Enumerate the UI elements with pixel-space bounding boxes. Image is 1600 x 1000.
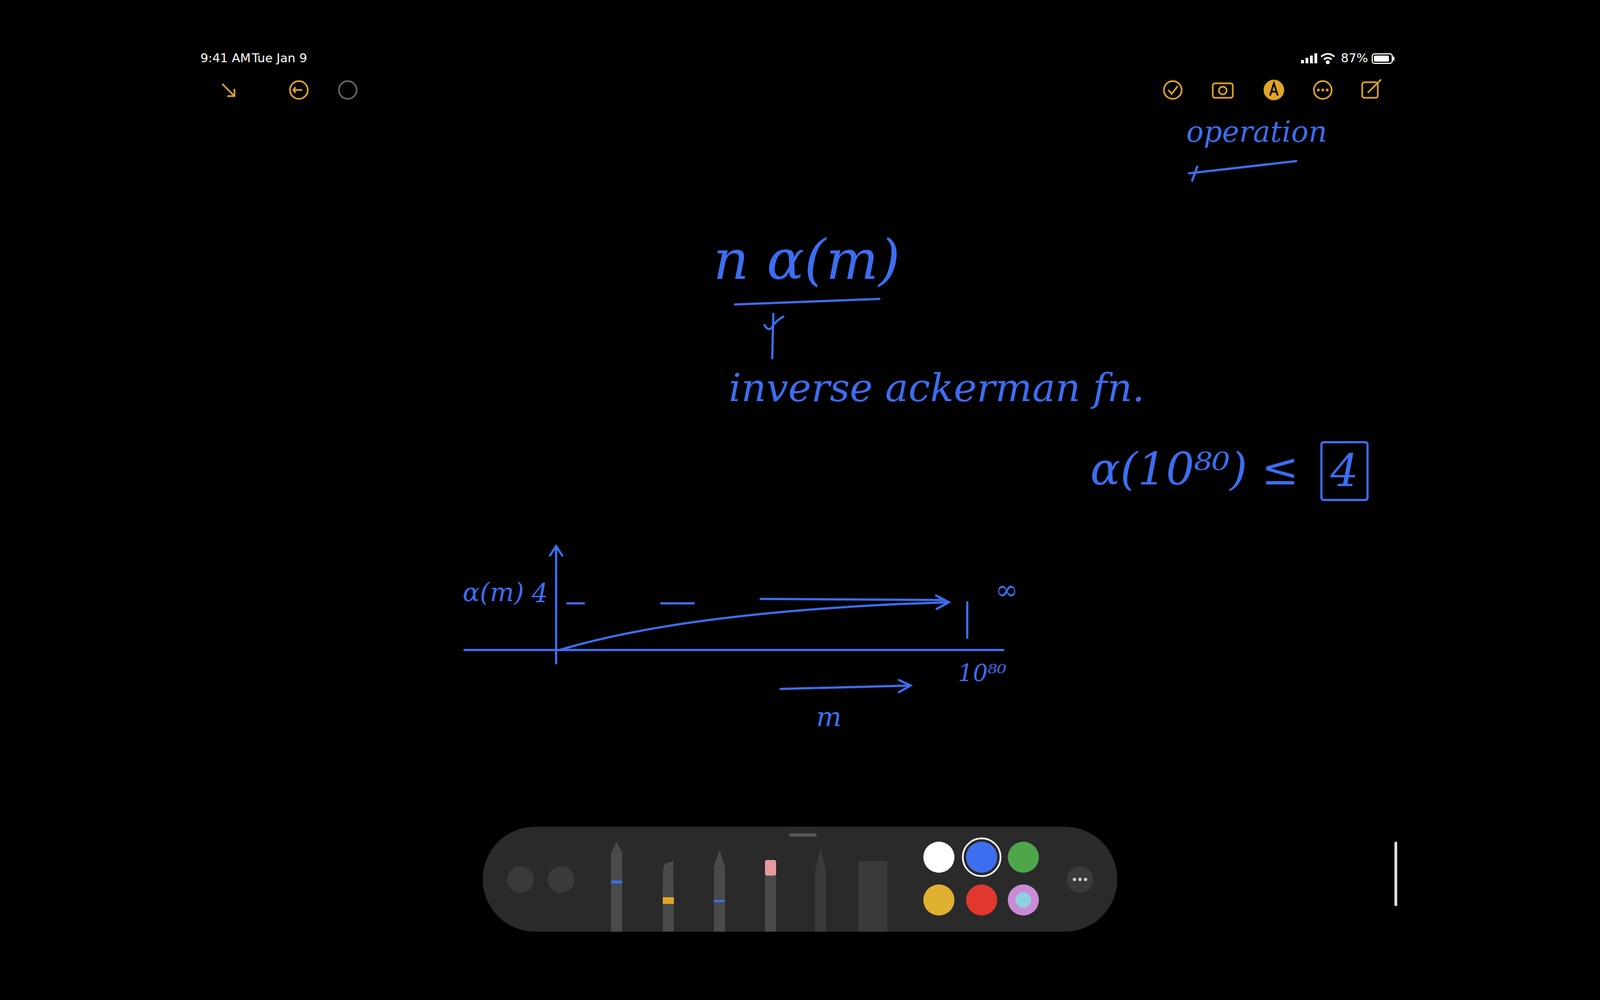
redo-icon — [338, 81, 357, 99]
redo-button — [547, 866, 575, 893]
tick-mark — [966, 602, 969, 638]
pen-tools — [611, 841, 888, 932]
battery-icon — [1372, 53, 1395, 64]
axis-label: m — [816, 702, 842, 732]
undo-button — [507, 866, 534, 893]
axis-label: α(m) — [462, 578, 525, 607]
color-swatches — [923, 838, 1039, 916]
dashed-bound — [567, 598, 945, 604]
palette-handle — [788, 833, 817, 837]
bound-formula: α(10⁸⁰) ≤ — [1090, 445, 1299, 494]
underline — [1188, 161, 1297, 181]
boxed-value: 4 — [1320, 441, 1369, 502]
growth-graph — [464, 546, 1004, 693]
more-button — [1066, 866, 1094, 893]
markup-icon — [1264, 80, 1284, 100]
x-axis — [464, 648, 1004, 652]
note-text: operation — [1186, 116, 1328, 148]
complexity-formula: n α(m) — [713, 229, 901, 291]
markup-a — [1270, 83, 1278, 96]
pointer-arrow — [764, 313, 784, 359]
alpha-curve — [559, 595, 949, 650]
tool-palette — [482, 826, 1118, 932]
check-icon — [1163, 81, 1182, 99]
undo-arrow — [293, 87, 303, 93]
more-icon — [1313, 81, 1332, 99]
axis-value: 4 — [531, 579, 548, 608]
battery-level: 87% — [1341, 51, 1369, 65]
scroll-bar — [1394, 841, 1398, 907]
status-date: Tue Jan 9 — [251, 51, 307, 65]
wifi-icon — [1321, 53, 1335, 64]
compose-pen — [1367, 79, 1382, 93]
top-toolbar — [222, 79, 1382, 100]
collapse-icon — [222, 83, 235, 97]
note-text: inverse ackerman fn. — [728, 366, 1145, 410]
check-mark — [1168, 86, 1178, 94]
axis-value: 10⁸⁰ — [957, 660, 1007, 687]
undo-icon — [290, 81, 308, 99]
camera-lens — [1218, 86, 1227, 95]
palette-panel — [482, 826, 1118, 932]
signal-icon — [1301, 53, 1318, 64]
axis-value: ∞ — [995, 575, 1019, 606]
fraction-line — [735, 298, 880, 305]
y-axis — [550, 546, 563, 664]
camera-icon — [1212, 83, 1233, 98]
status-time: 9:41 AM — [200, 51, 251, 65]
direction-arrow — [780, 680, 911, 693]
